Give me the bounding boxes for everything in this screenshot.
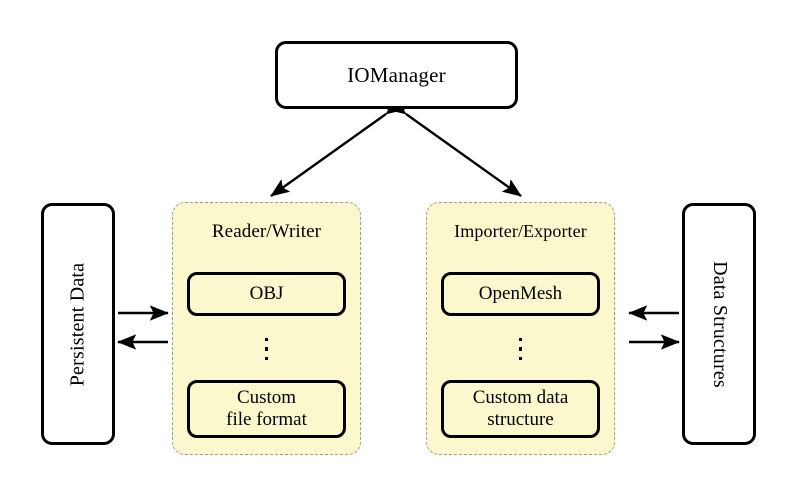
node-persistent-data[interactable]: Persistent Data bbox=[41, 203, 115, 445]
custom-data-structure-label: Custom data structure bbox=[473, 387, 569, 431]
ellipsis-dot bbox=[518, 337, 523, 342]
ellipsis-dot bbox=[264, 356, 269, 361]
custom-file-format-line1: Custom bbox=[236, 386, 297, 408]
arrow-manager-to-reader-writer bbox=[270, 97, 406, 197]
obj-label: OBJ bbox=[249, 282, 284, 304]
ellipsis-reader-writer bbox=[173, 327, 360, 371]
data-structures-label: Data Structures bbox=[708, 260, 731, 388]
group-importer-exporter[interactable]: Importer/Exporter OpenMesh Custom data s… bbox=[426, 202, 615, 455]
node-custom-file-format[interactable]: Custom file format bbox=[187, 380, 346, 438]
group-reader-writer-title: Reader/Writer bbox=[211, 221, 322, 242]
openmesh-label: OpenMesh bbox=[478, 282, 563, 304]
ellipsis-importer-exporter bbox=[427, 327, 614, 371]
ellipsis-dot bbox=[518, 356, 523, 361]
node-openmesh[interactable]: OpenMesh bbox=[441, 272, 600, 316]
node-obj[interactable]: OBJ bbox=[187, 272, 346, 316]
group-reader-writer[interactable]: Reader/Writer OBJ Custom file format bbox=[172, 202, 361, 455]
custom-file-format-label: Custom file format bbox=[226, 387, 307, 431]
arrow-manager-to-importer-exporter bbox=[386, 97, 522, 197]
custom-file-format-line2: file format bbox=[226, 409, 307, 430]
custom-data-structure-line1: Custom data bbox=[472, 386, 569, 408]
persistent-data-label: Persistent Data bbox=[66, 262, 89, 386]
ellipsis-dot bbox=[518, 347, 523, 351]
io-manager-label: IOManager bbox=[347, 62, 446, 87]
ellipsis-dot bbox=[264, 347, 269, 351]
custom-data-structure-line2: structure bbox=[487, 409, 554, 430]
ellipsis-dot bbox=[264, 337, 269, 342]
group-importer-exporter-title: Importer/Exporter bbox=[454, 221, 587, 241]
node-data-structures[interactable]: Data Structures bbox=[682, 203, 756, 445]
node-custom-data-structure[interactable]: Custom data structure bbox=[441, 380, 600, 438]
node-io-manager[interactable]: IOManager bbox=[275, 41, 518, 109]
